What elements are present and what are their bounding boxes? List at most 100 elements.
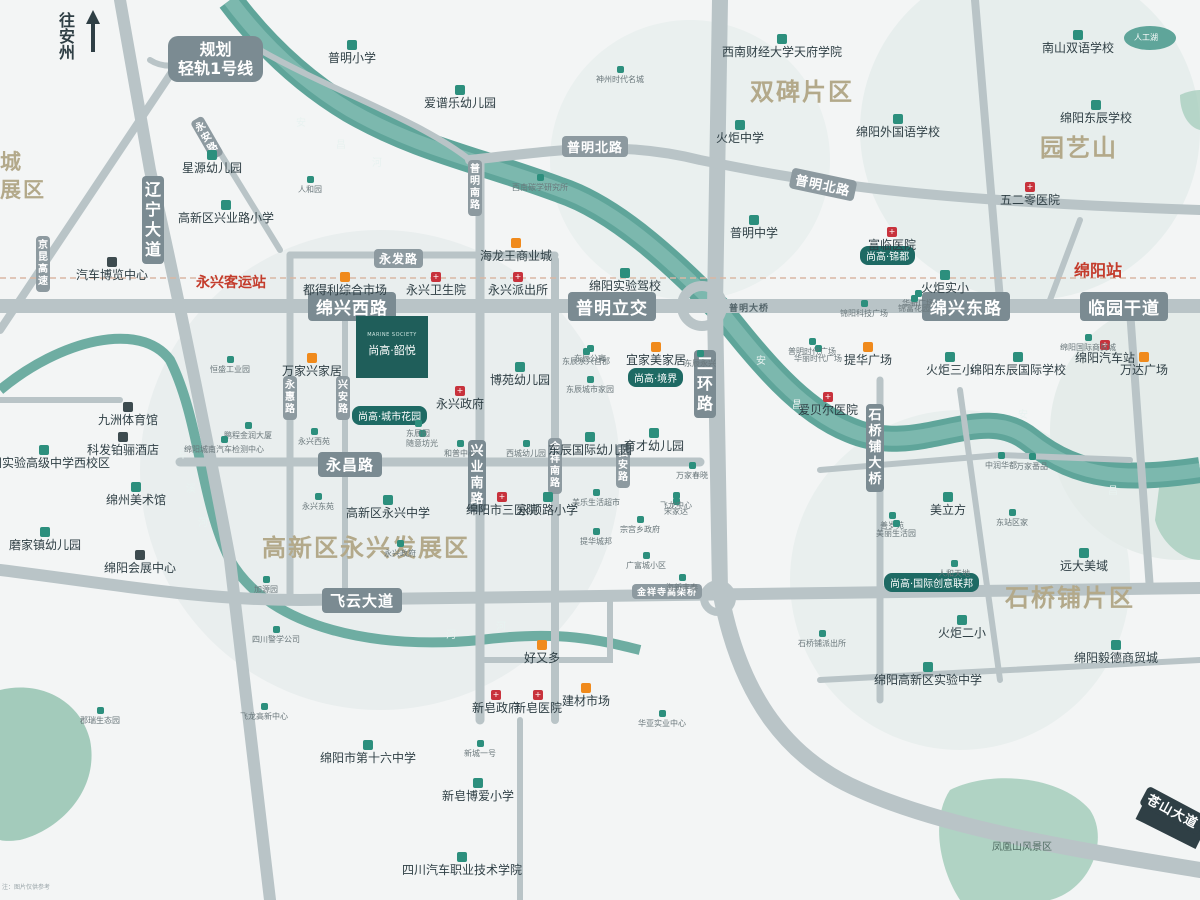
poi-35[interactable]: +新皂政府 [472,690,520,715]
poi-50[interactable]: 提华广场 [844,342,892,367]
poi-48[interactable]: 绵阳高新区实验中学 [874,662,982,687]
poi-46[interactable]: 美立方 [930,492,966,517]
poi-19[interactable]: 九洲体育馆 [98,402,158,427]
poi-41[interactable]: 火炬三小 [926,352,974,377]
poi-small-0[interactable]: 神州时代名城 [596,66,644,85]
poi-small-3[interactable]: 恒盛工业园 [210,356,250,375]
poi-small-11[interactable]: 东辰城市家园 [566,376,614,395]
poi-5[interactable]: 都得利综合市场 [303,272,387,297]
poi-49[interactable]: 绵阳毅德商贸城 [1074,640,1158,665]
poi-13[interactable]: 普明中学 [730,215,778,240]
poi-small-42[interactable]: 飞龙中心 [660,492,692,511]
poi-32[interactable]: +绵阳市三医院 [466,492,538,517]
poi-20[interactable]: 科发铂骊酒店 [87,432,159,457]
poi-6[interactable]: +永兴卫生院 [406,272,466,297]
poi-24[interactable]: 绵阳会展中心 [104,550,176,575]
poi-small-35[interactable]: 宗宫乡政府 [620,516,660,535]
poi-small-16[interactable]: 海新丰泰 [666,574,698,593]
poi-44[interactable]: 万达广场 [1120,352,1168,377]
poi-small-28[interactable]: 四川警学公司 [252,626,300,645]
poi-small-18[interactable]: 中润华都 [985,452,1017,471]
poi-47[interactable]: 火炬二小 [938,615,986,640]
poi-small-32[interactable]: 东站区家 [996,509,1028,528]
poi-small-23[interactable]: 石桥铺派出所 [798,630,846,649]
poi-small-37[interactable]: 锦阳科技广场 [840,300,888,319]
poi-43[interactable]: +绵阳汽车站 [1075,340,1135,365]
poi-38[interactable]: 绵阳市第十六中学 [320,740,416,765]
poi-9[interactable]: 绵阳实验驾校 [589,268,661,293]
poi-40[interactable]: 四川汽车职业技术学院 [402,852,522,877]
poi-small-41[interactable]: 华亚实业中心 [638,710,686,729]
poi-28[interactable]: 宜家美家居 [626,342,686,367]
poi-25[interactable]: 万家兴家居 [282,353,342,378]
poi-22[interactable]: 绵州美术馆 [106,482,166,507]
poi-small-4[interactable]: 鹏程金润大厦 [224,422,272,441]
poi-11[interactable]: 火炬中学 [716,120,764,145]
poi-3[interactable]: 高新区兴业路小学 [178,200,274,225]
poi-small-12[interactable]: 西城幼儿园 [506,440,546,459]
poi-small-13[interactable]: 美乐生活超市 [572,489,620,508]
poi-small-22[interactable]: 人和天地 [938,560,970,579]
station-mianyang[interactable]: 绵阳站 [1074,261,1123,280]
project-guoji[interactable]: 尚高·国际创意联邦 [884,573,980,592]
poi-23[interactable]: 磨家镇幼儿园 [9,527,81,552]
poi-small-33[interactable]: 东辰永兴首郡 [562,348,610,367]
poi-42[interactable]: 绵阳东辰国际学校 [970,352,1066,377]
poi-30[interactable]: 育才幼儿园 [624,428,684,453]
poi-small-1[interactable]: 西南碳学研究所 [512,174,568,193]
poi-small-29[interactable]: 飞龙高新中心 [240,703,288,722]
poi-small-9[interactable]: 和普中心 [444,440,476,459]
poi-small-25[interactable]: 华丽时代广场 [794,345,842,364]
poi-small-31[interactable]: 新城一号 [464,740,496,759]
poi-small-2[interactable]: 人和园 [298,176,322,195]
project-main-marker[interactable]: MARINE SOCIETY 尚高·韶悦 [356,316,428,378]
poi-8[interactable]: 海龙王商业城 [480,238,552,263]
poi-26[interactable]: +永兴政府 [436,386,484,411]
poi-2[interactable]: 星源幼儿园 [182,150,242,175]
poi-small-20[interactable]: 善岁苑 [880,512,904,531]
poi-31[interactable]: 高新区永兴中学 [346,495,430,520]
station-yongxing-bus[interactable]: 永兴客运站 [196,275,266,291]
poi-small-19[interactable]: 万家春晓 [676,462,708,481]
project-jingjie[interactable]: 尚高·境界 [628,368,684,387]
poi-small-27[interactable]: 加源园 [254,576,278,595]
poi-51[interactable]: 远大美域 [1060,548,1108,573]
poi-16[interactable]: +五二零医院 [1000,182,1060,207]
poi-33[interactable]: 永顺路小学 [518,492,578,517]
poi-4[interactable]: 汽车博览中心 [76,257,148,282]
poi-small-38[interactable]: 绵阳国际商贸城 [1060,334,1116,353]
poi-small-5[interactable]: 绵阳城南汽车检测中心 [184,436,264,455]
project-chengshi[interactable]: 尚高·城市花园 [352,406,428,425]
poi-36[interactable]: +新皂医院 [514,690,562,715]
poi-small-40[interactable]: 锦富花园 [898,295,930,314]
poi-7[interactable]: +永兴派出所 [488,272,548,297]
poi-15[interactable]: 绵阳东辰学校 [1060,100,1132,125]
poi-14[interactable]: 南山双语学校 [1042,30,1114,55]
poi-18[interactable]: 火炬实小 [921,270,969,295]
poi-small-8[interactable]: 随意坊光 [406,430,438,449]
poi-17[interactable]: +富临医院 [868,227,916,252]
poi-39[interactable]: 新皂博爱小学 [442,778,514,803]
poi-small-43[interactable]: 东辰永兴 [684,350,716,369]
poi-small-30[interactable]: 郡瑞生态园 [80,707,120,726]
project-jingdu[interactable]: 尚高·锦都 [860,246,916,265]
poi-34[interactable]: 好又多 [524,640,560,665]
poi-10[interactable]: 西南财经大学天府学院 [722,34,842,59]
poi-29[interactable]: 东辰国际幼儿园 [548,432,632,457]
poi-1[interactable]: 爱谱乐幼儿园 [424,85,496,110]
poi-27[interactable]: 博苑幼儿园 [490,362,550,387]
poi-small-36[interactable]: 东辰园 [406,420,430,439]
poi-small-7[interactable]: 永兴西苑 [298,428,330,447]
poi-small-26[interactable]: 华新广场 [902,290,934,309]
poi-small-39[interactable]: 普明时代广场 [788,338,836,357]
poi-small-34[interactable]: 永兴政府 [384,540,416,559]
poi-small-17[interactable]: 宋家达 [664,498,688,517]
poi-small-6[interactable]: 永兴东苑 [302,493,334,512]
poi-small-10[interactable]: 东辰公寓 [574,345,606,364]
poi-small-15[interactable]: 广富城小区 [626,552,666,571]
poi-21[interactable]: 绵阳实验高级中学西校区 [0,445,110,470]
poi-37[interactable]: 建材市场 [562,683,610,708]
poi-small-21[interactable]: 美丽生活园 [876,520,916,539]
poi-45[interactable]: +爱贝尔医院 [798,392,858,417]
